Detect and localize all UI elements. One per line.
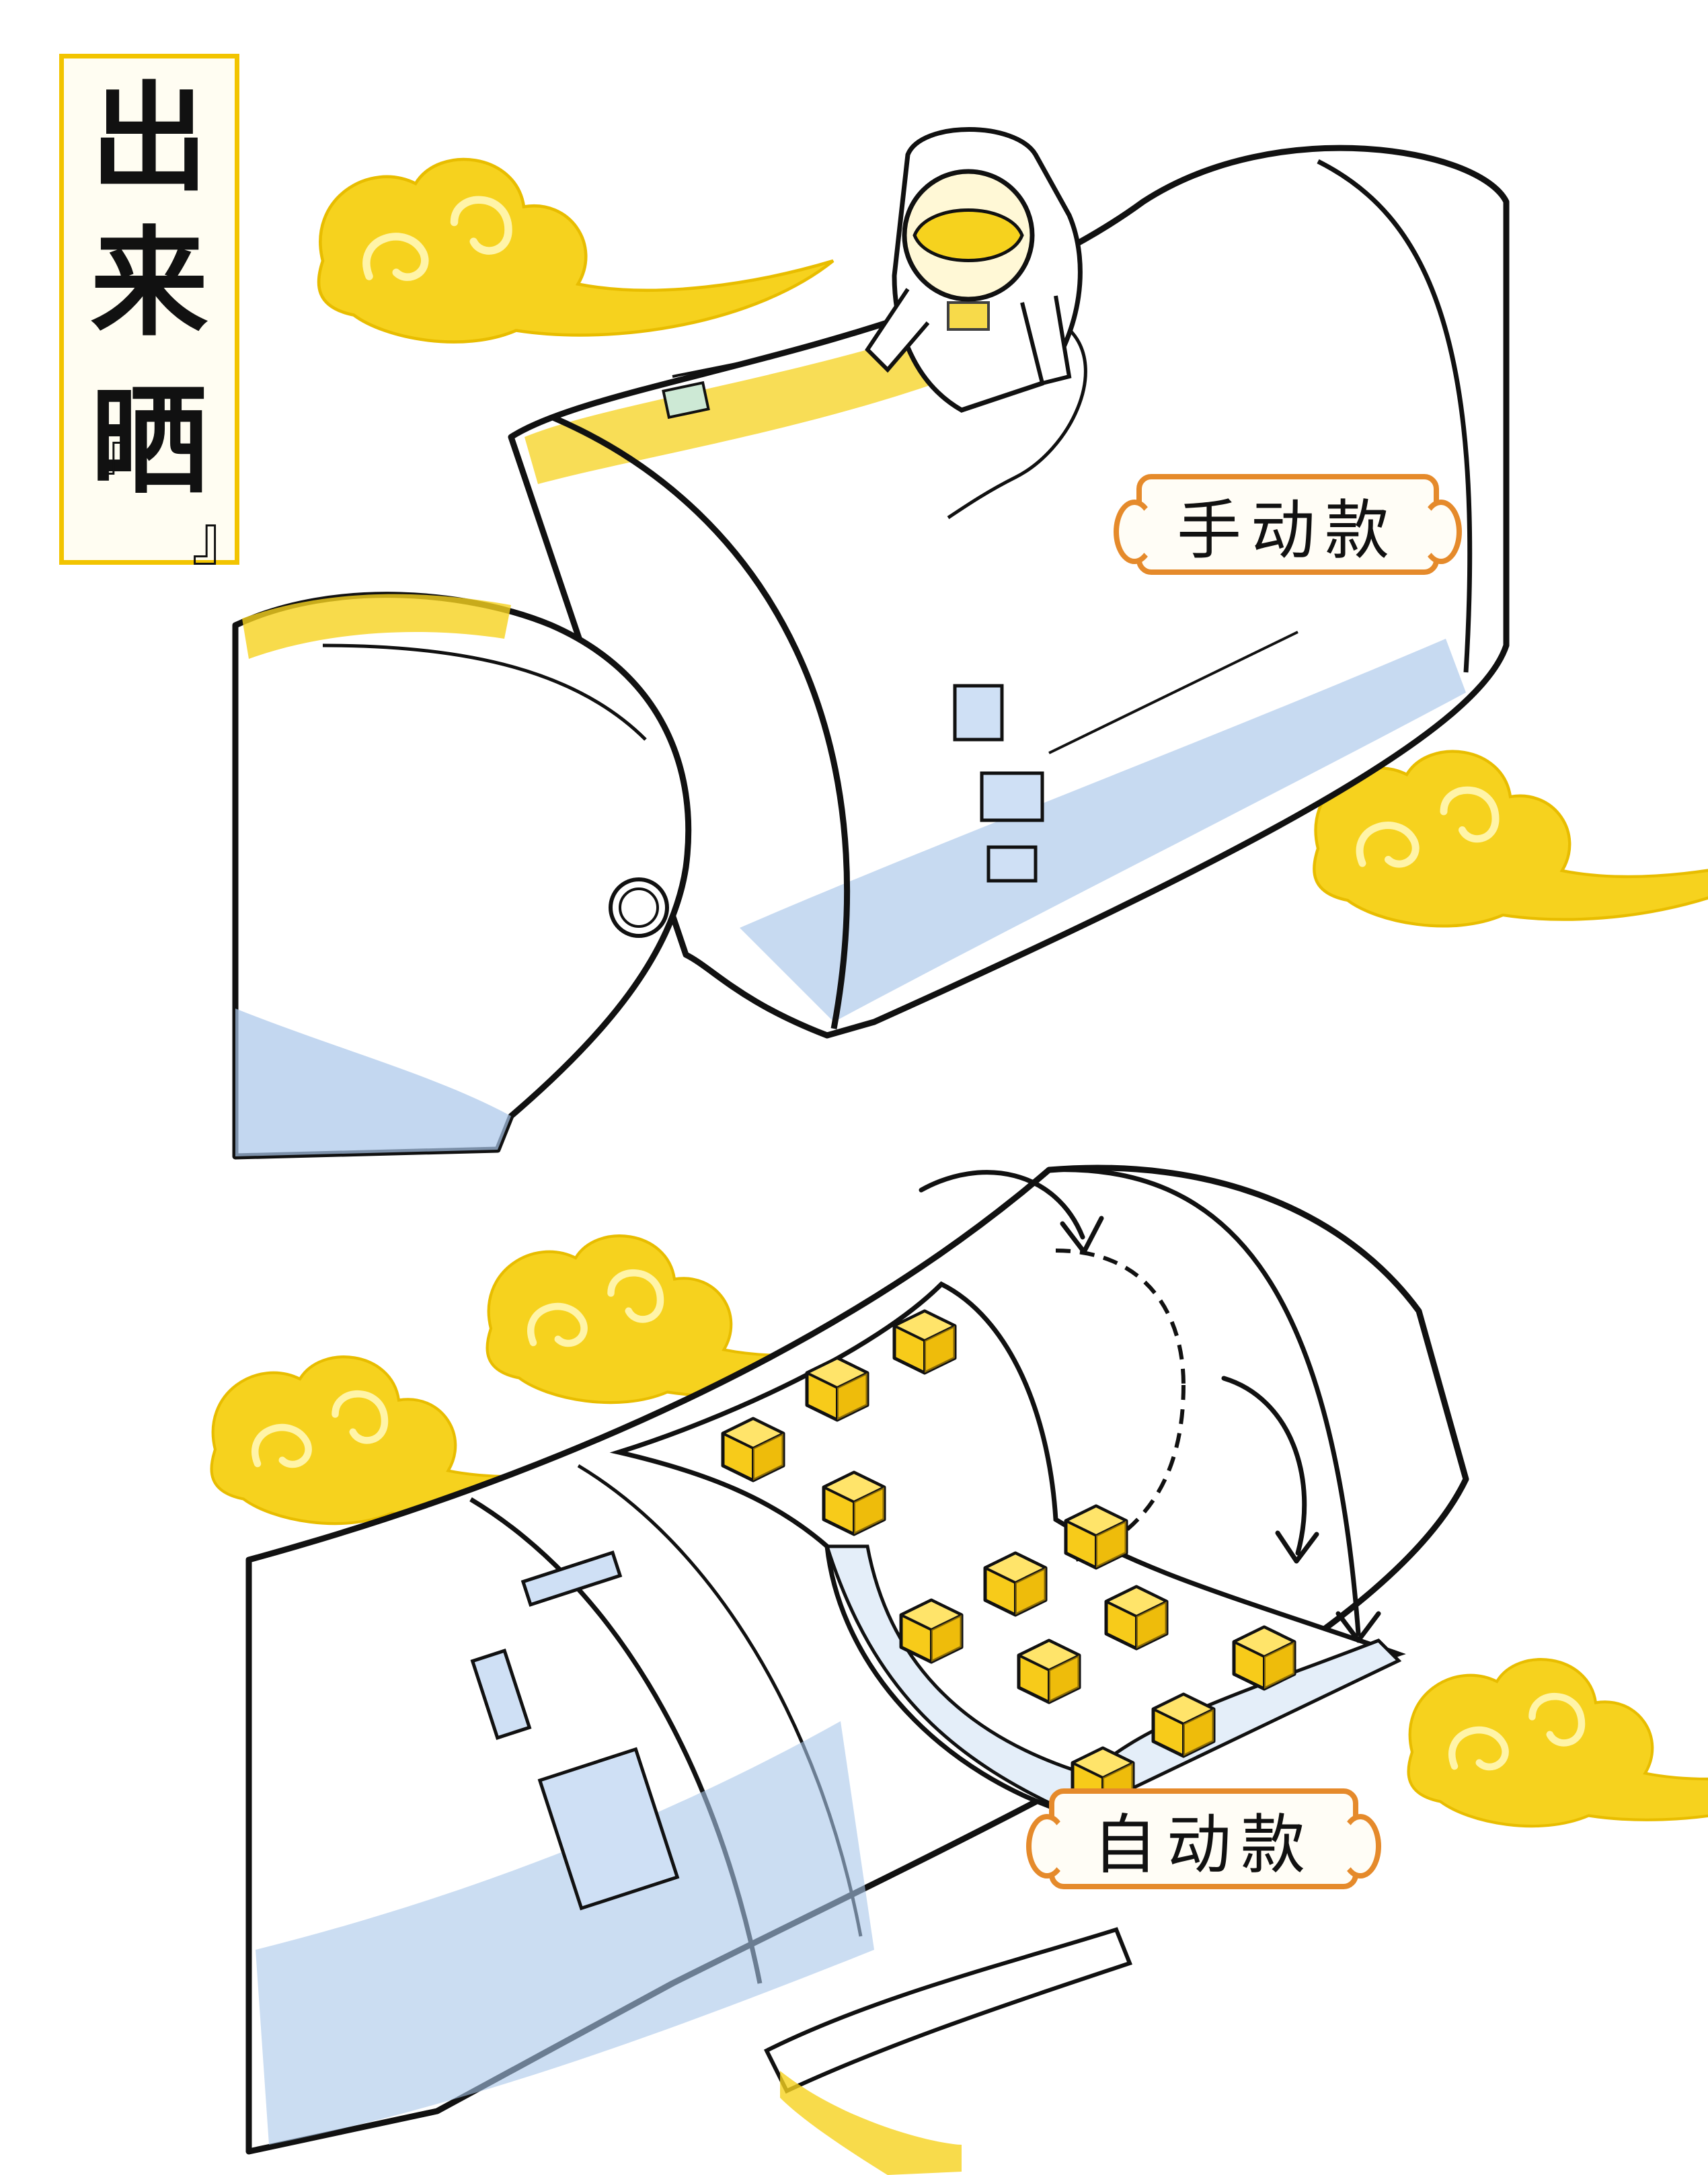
- astronaut-icon: [865, 127, 1087, 520]
- cloud-icon: [1409, 1659, 1708, 1826]
- label-automatic: 自动款: [1026, 1788, 1381, 1889]
- title-grid: 出 来 晒 『 』: [59, 54, 252, 569]
- solar-cube-icon: [1106, 1587, 1167, 1649]
- label-manual-text: 手动款: [1177, 492, 1399, 568]
- cloud-icon: [319, 159, 833, 342]
- title-char: 来: [90, 214, 208, 352]
- title-open-bracket: 『: [68, 430, 128, 500]
- solar-cube-icon: [723, 1419, 783, 1480]
- solar-cube-icon: [1153, 1694, 1214, 1756]
- solar-cube-icon: [901, 1600, 962, 1662]
- solar-cube-icon: [894, 1311, 955, 1373]
- solar-cube-icon: [1019, 1640, 1079, 1702]
- solar-cube-icon: [824, 1472, 884, 1534]
- space-module-icon: [245, 1164, 1469, 2175]
- solar-cube-icon: [807, 1358, 867, 1420]
- label-automatic-text: 自动款: [1093, 1807, 1315, 1883]
- curved-arrow-icon: [1221, 1376, 1319, 1564]
- space-module-icon: [232, 145, 1510, 1160]
- curved-arrow-icon: [1046, 1167, 1381, 1643]
- cloud-icon: [1314, 752, 1708, 926]
- solar-cube-icon: [985, 1553, 1046, 1615]
- solar-cube-icon: [1234, 1627, 1294, 1689]
- curved-arrow-icon: [919, 1170, 1104, 1255]
- title-char: 出: [90, 70, 208, 208]
- solar-cube-icon: [1066, 1506, 1126, 1568]
- title-close-bracket: 』: [192, 504, 252, 574]
- label-manual: 手动款: [1114, 474, 1462, 575]
- title-char: 晒: [90, 372, 208, 510]
